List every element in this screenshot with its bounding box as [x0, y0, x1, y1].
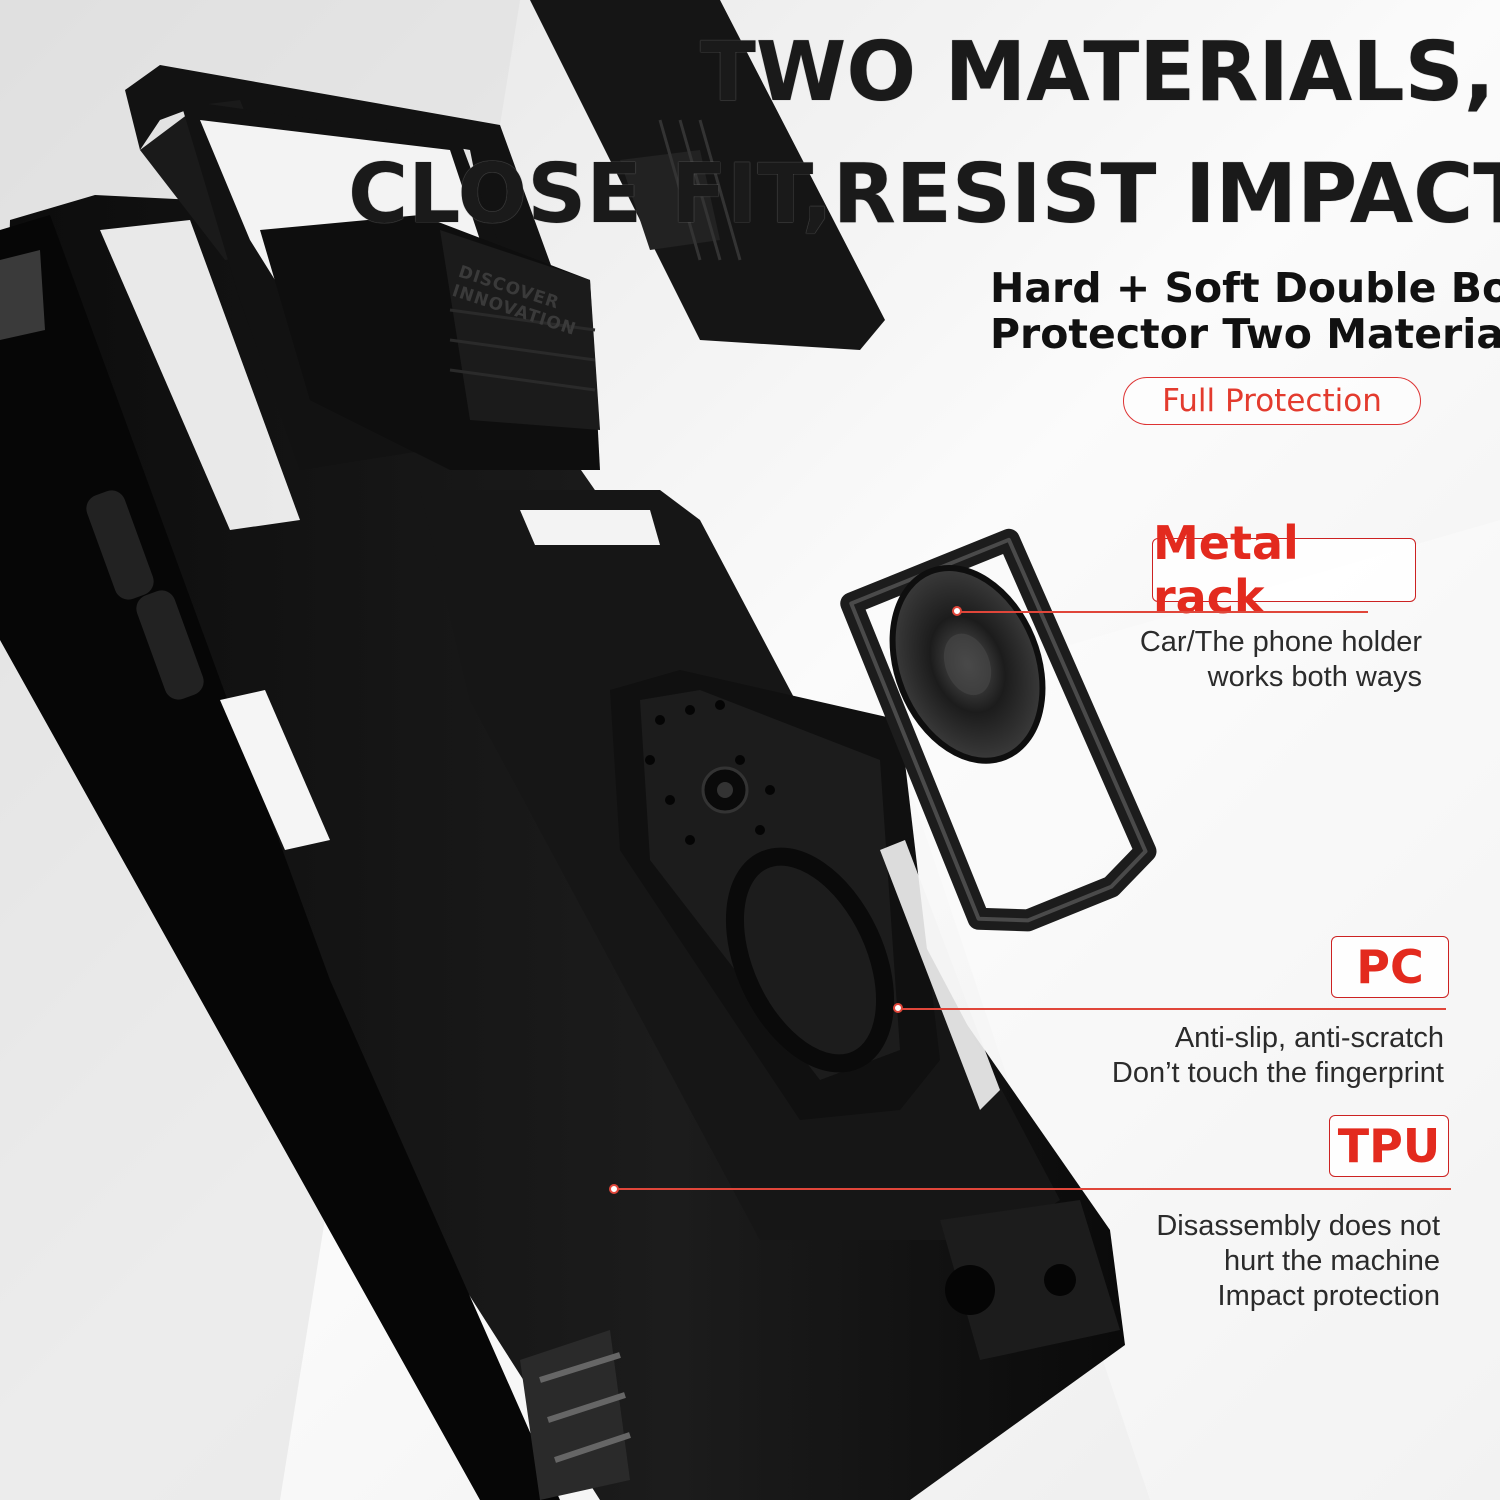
metal-rack-desc-line-1: Car/The phone holder — [1139, 626, 1422, 658]
tpu-description: Disassembly does not hurt the machine Im… — [1156, 1209, 1440, 1314]
pc-leader-line — [898, 1008, 1446, 1010]
metal-rack-tag: Metal rack — [1152, 516, 1416, 624]
pc-tag: PC — [1331, 936, 1449, 998]
headline-line-2: CLOSE FIT,RESIST IMPACT — [348, 147, 1500, 242]
subheading-line-2: Protector Two Materials — [990, 310, 1500, 358]
tpu-leader-line — [615, 1188, 1451, 1190]
full-protection-badge: Full Protection — [1123, 377, 1421, 425]
subheading-line-1: Hard + Soft Double Body — [990, 264, 1500, 312]
tpu-desc-line-1: Disassembly does not — [1156, 1210, 1440, 1242]
metal-rack-marker — [952, 606, 962, 616]
tpu-tag: TPU — [1329, 1115, 1449, 1177]
pc-marker — [893, 1003, 903, 1013]
metal-rack-description: Car/The phone holder works both ways — [1140, 625, 1422, 695]
pc-desc-line-2: Don’t touch the fingerprint — [1111, 1057, 1444, 1089]
metal-rack-desc-line-2: works both ways — [1207, 661, 1422, 693]
metal-rack-leader-line — [958, 611, 1368, 613]
tpu-desc-line-2: hurt the machine — [1223, 1245, 1440, 1277]
tpu-marker — [609, 1184, 619, 1194]
tpu-desc-line-3: Impact protection — [1217, 1280, 1440, 1312]
pc-description: Anti-slip, anti-scratch Don’t touch the … — [1112, 1021, 1444, 1091]
headline-line-1: TWO MATERIALS, — [700, 25, 1495, 120]
pc-desc-line-1: Anti-slip, anti-scratch — [1174, 1022, 1444, 1054]
